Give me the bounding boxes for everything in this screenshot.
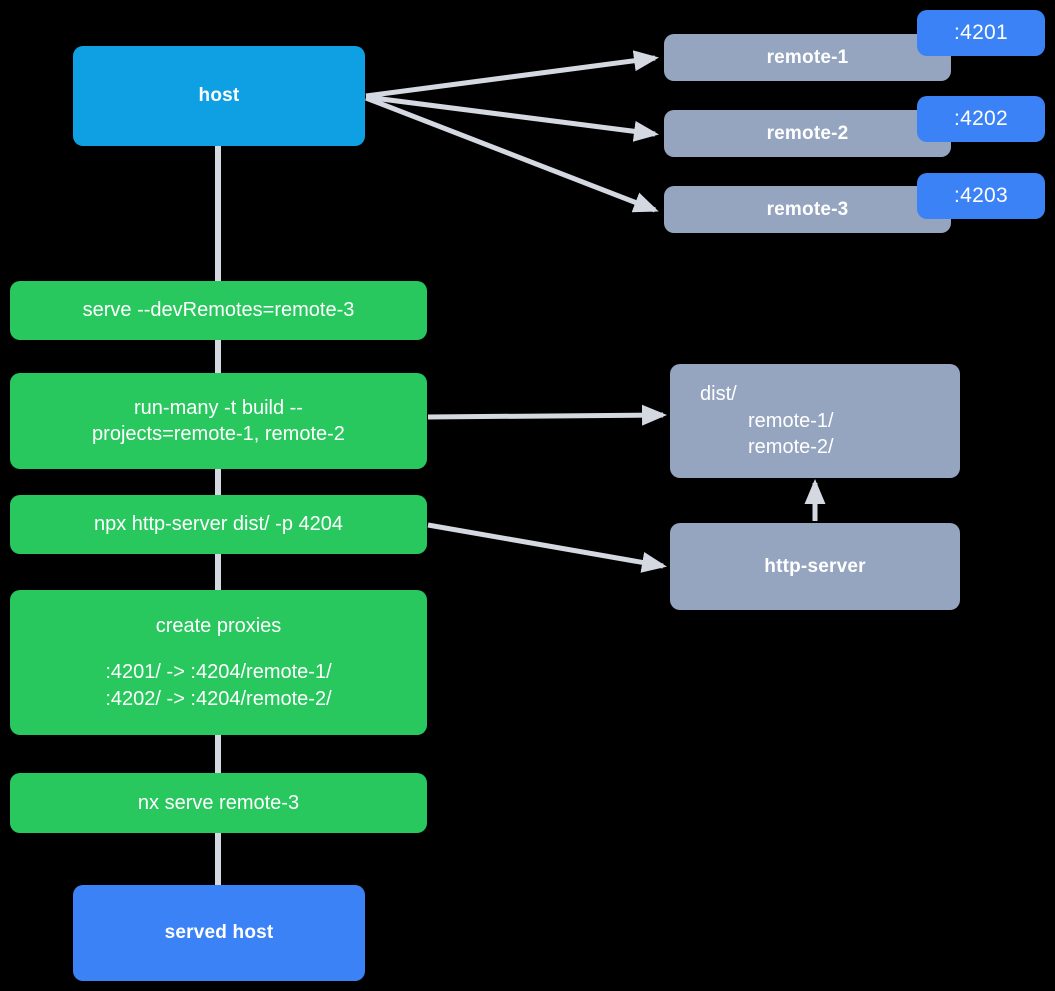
node-command-serve-label: serve --devRemotes=remote-3: [82, 299, 355, 322]
node-remote-3[interactable]: remote-3: [664, 186, 951, 233]
edge-npx-to-http-server: [427, 522, 667, 573]
node-command-run-many-label: run-many -t build -- projects=remote-1, …: [92, 396, 345, 445]
port-badge-remote-1[interactable]: :4201: [917, 10, 1045, 56]
node-command-serve[interactable]: serve --devRemotes=remote-3: [10, 281, 427, 340]
port-badge-remote-2-label: :4202: [953, 107, 1009, 130]
node-command-npx-http-server[interactable]: npx http-server dist/ -p 4204: [10, 495, 427, 554]
edge-host-to-remote-3: [365, 95, 659, 213]
dist-folder-child-remote-2: remote-2/: [748, 436, 834, 459]
node-command-nx-serve-remote-3[interactable]: nx serve remote-3: [10, 773, 427, 833]
node-host-label: host: [198, 85, 240, 107]
edge-host-to-remote-1: [365, 50, 659, 99]
node-dist-folder[interactable]: dist/ remote-1/ remote-2/: [670, 364, 960, 478]
create-proxies-title: create proxies: [155, 614, 282, 637]
node-remote-3-label: remote-3: [766, 198, 849, 220]
edge-run-many-to-dist: [427, 404, 667, 426]
node-command-run-many[interactable]: run-many -t build -- projects=remote-1, …: [10, 373, 427, 469]
node-served-host[interactable]: served host: [73, 885, 365, 981]
node-command-nx-serve-remote-3-label: nx serve remote-3: [137, 791, 300, 814]
port-badge-remote-2[interactable]: :4202: [917, 96, 1045, 142]
node-remote-1[interactable]: remote-1: [664, 34, 951, 81]
port-badge-remote-1-label: :4201: [953, 21, 1009, 44]
create-proxies-mapping-1: :4201/ -> :4204/remote-1/: [105, 661, 332, 684]
port-badge-remote-3-label: :4203: [953, 184, 1009, 207]
edge-host-to-remote-2: [365, 94, 659, 142]
node-remote-1-label: remote-1: [766, 46, 849, 68]
port-badge-remote-3[interactable]: :4203: [917, 173, 1045, 219]
create-proxies-mapping-2: :4202/ -> :4204/remote-2/: [105, 687, 332, 710]
node-http-server-label: http-server: [764, 555, 866, 577]
dist-folder-root: dist/: [700, 383, 737, 406]
node-host[interactable]: host: [73, 46, 365, 146]
node-remote-2[interactable]: remote-2: [664, 110, 951, 157]
node-command-create-proxies[interactable]: create proxies :4201/ -> :4204/remote-1/…: [10, 590, 427, 735]
node-served-host-label: served host: [164, 922, 274, 944]
node-remote-2-label: remote-2: [766, 122, 849, 144]
node-command-npx-http-server-label: npx http-server dist/ -p 4204: [93, 513, 343, 536]
dist-folder-child-remote-1: remote-1/: [748, 409, 834, 432]
node-http-server[interactable]: http-server: [670, 523, 960, 610]
